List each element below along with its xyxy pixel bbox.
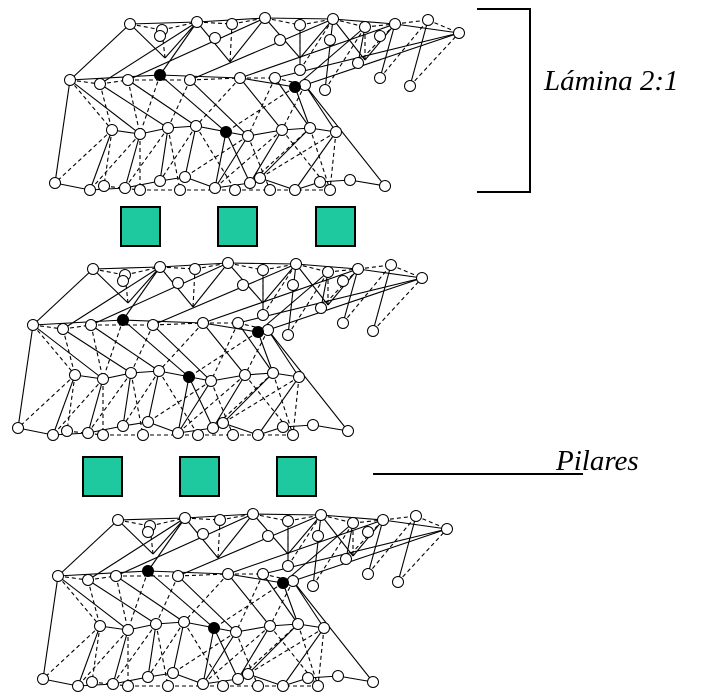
- pillars: [82, 206, 356, 497]
- pillars-label: Pilares: [555, 445, 639, 477]
- pillar-block: [276, 456, 317, 497]
- pillar-block: [82, 456, 123, 497]
- clay-layer: [37, 508, 453, 692]
- layers: [12, 12, 465, 692]
- clay-layer: [12, 257, 428, 441]
- pillar-block: [315, 206, 356, 247]
- pillar-block: [179, 456, 220, 497]
- pillar-block: [120, 206, 161, 247]
- pillar-block: [217, 206, 258, 247]
- sheet-label: Lámina 2:1: [543, 65, 679, 97]
- sheet-bracket: [477, 8, 531, 193]
- clay-layer: [49, 12, 465, 196]
